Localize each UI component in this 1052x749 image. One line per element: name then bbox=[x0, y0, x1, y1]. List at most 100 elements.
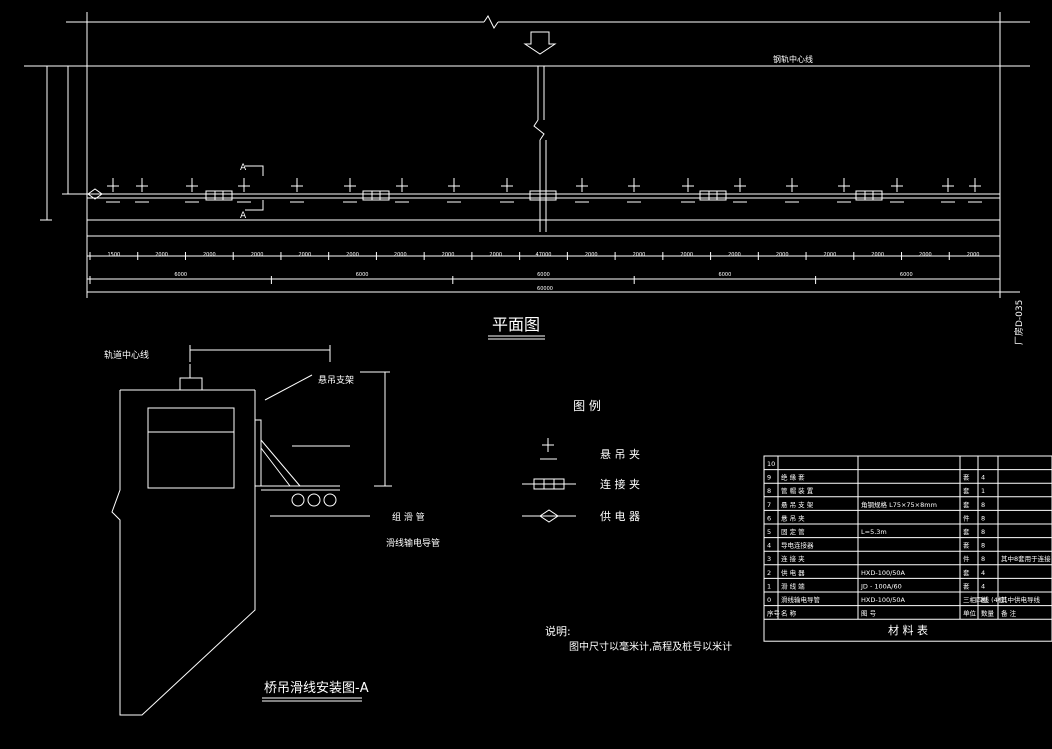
hanger-clamp-icon bbox=[540, 438, 557, 460]
plan-connectors bbox=[205, 190, 883, 201]
table-cell: 三相四线 (4根) bbox=[963, 595, 1007, 604]
section-mark-top: A bbox=[240, 163, 247, 173]
table-cell: 套 bbox=[963, 486, 970, 495]
plan-dimension-bottom: 6000 bbox=[174, 272, 187, 278]
table-header-cell: 名 称 bbox=[781, 609, 797, 618]
plan-dimensions-top: 1500 2000 2000 2000 2000 2000 2000 2000 2000 4700… bbox=[89, 252, 980, 260]
table-cell: 4 bbox=[767, 542, 771, 550]
table-cell: 套 bbox=[963, 581, 970, 590]
plan-dimension-bottom: 6000 bbox=[900, 272, 913, 278]
table-header-cell: 图 号 bbox=[861, 610, 877, 618]
table-cell: JD - 100A/60 bbox=[860, 582, 902, 590]
section-view bbox=[111, 345, 392, 716]
section-label-slide-tube: 组 滑 管 bbox=[392, 511, 425, 523]
table-cell: 8 bbox=[981, 542, 985, 550]
table-cell: 其中供电导线 bbox=[1001, 595, 1041, 604]
material-table-title: 材 料 表 bbox=[888, 623, 928, 637]
table-cell: 绝 缘 套 bbox=[781, 473, 805, 482]
legend-item-connector-clamp: 连 接 夹 bbox=[600, 478, 640, 491]
legend-item-hanger-clamp: 悬 吊 夹 bbox=[600, 448, 640, 461]
table-cell: 件 bbox=[963, 554, 970, 563]
table-cell: 套 bbox=[963, 473, 970, 482]
table-cell: 套 bbox=[963, 568, 970, 577]
plan-dimension-top: 47000 bbox=[536, 252, 552, 258]
section-label-hanger-bracket: 悬吊支架 bbox=[318, 374, 354, 386]
plan-dimension-top: 2000 bbox=[871, 252, 884, 258]
plan-dimension-top: 2000 bbox=[489, 252, 502, 258]
table-cell: 7 bbox=[767, 501, 771, 509]
legend-title: 图 例 bbox=[573, 399, 601, 413]
table-cell: 导电连接器 bbox=[781, 541, 814, 550]
plan-dimension-bottom: 6000 bbox=[356, 272, 369, 278]
plan-dimension-top: 2000 bbox=[680, 252, 693, 258]
table-header-cell: 备 注 bbox=[1001, 609, 1017, 618]
table-cell: 6 bbox=[767, 514, 771, 522]
table-cell: HXD-100/50A bbox=[861, 596, 906, 604]
table-cell: 滑 线 端 bbox=[781, 581, 805, 590]
section-title: 桥吊滑线安装图-A bbox=[264, 681, 369, 696]
table-cell: 套 bbox=[963, 527, 970, 536]
table-cell: 1 bbox=[981, 487, 985, 495]
table-cell: 角钢规格 L75×75×8mm bbox=[861, 500, 937, 509]
table-cell: 供 电 器 bbox=[781, 568, 805, 577]
plan-dimension-top: 2000 bbox=[203, 252, 216, 258]
table-cell: 连 接 夹 bbox=[781, 554, 805, 563]
table-cell: HXD-100/50A bbox=[861, 569, 906, 577]
table-cell: 8 bbox=[767, 487, 771, 495]
table-cell: 套 bbox=[963, 541, 970, 550]
table-header-cell: 单位 bbox=[963, 609, 977, 618]
table-cell: 件 bbox=[963, 513, 970, 522]
table-cell: 其中8套用于连接 bbox=[1001, 554, 1051, 563]
plan-dimension-total: 60000 bbox=[537, 286, 553, 292]
table-cell: 根 bbox=[981, 595, 988, 604]
notes-line-1: 图中尺寸以毫米计,高程及桩号以米计 bbox=[569, 640, 732, 653]
table-cell: 8 bbox=[981, 555, 985, 563]
plan-dimension-top: 2000 bbox=[967, 252, 980, 258]
table-cell: 管 帽 装 置 bbox=[781, 486, 814, 495]
section-mark-bottom: A bbox=[240, 211, 247, 221]
plan-dimension-top: 2000 bbox=[346, 252, 359, 258]
table-cell: 3 bbox=[767, 555, 771, 563]
plan-dimension-top: 2000 bbox=[776, 252, 789, 258]
table-cell: 9 bbox=[767, 474, 771, 482]
table-cell: 4 bbox=[981, 582, 985, 590]
table-cell: 悬 吊 支 架 bbox=[781, 500, 814, 509]
drawing-number: 厂房D-035 bbox=[1013, 300, 1025, 345]
table-cell: 8 bbox=[981, 501, 985, 509]
plan-dimension-top: 2000 bbox=[728, 252, 741, 258]
track-centerline-label: 钢轨中心线 bbox=[773, 54, 813, 64]
table-header-cell: 序号 bbox=[767, 609, 781, 618]
plan-dimension-top: 2000 bbox=[824, 252, 837, 258]
plan-dimension-top: 2000 bbox=[155, 252, 168, 258]
plan-dimension-top: 2000 bbox=[251, 252, 264, 258]
table-cell: 10 bbox=[767, 460, 775, 468]
plan-dimension-top: 2000 bbox=[585, 252, 598, 258]
table-cell: 4 bbox=[981, 474, 985, 482]
table-header-cell: 数量 bbox=[981, 609, 995, 618]
plan-dimension-top: 2000 bbox=[919, 252, 932, 258]
table-cell: 滑线输电导管 bbox=[781, 595, 821, 604]
table-cell: 8 bbox=[981, 528, 985, 536]
table-cell: 5 bbox=[767, 528, 771, 536]
plan-dimension-top: 2000 bbox=[394, 252, 407, 258]
table-cell: 套 bbox=[963, 500, 970, 509]
plan-dimension-top: 2000 bbox=[298, 252, 311, 258]
table-cell: L=5.3m bbox=[861, 528, 887, 536]
plan-dimension-bottom: 6000 bbox=[537, 272, 550, 278]
table-cell: 8 bbox=[981, 514, 985, 522]
plan-dimension-top: 2000 bbox=[442, 252, 455, 258]
table-cell: 固 定 管 bbox=[781, 527, 805, 536]
plan-view bbox=[24, 12, 1030, 298]
power-feeder-icon bbox=[522, 509, 576, 523]
table-cell: 悬 吊 夹 bbox=[781, 513, 805, 522]
connector-clamp-icon bbox=[522, 478, 576, 490]
table-cell: 1 bbox=[767, 582, 771, 590]
table-cell: 2 bbox=[767, 569, 771, 577]
plan-title: 平面图 bbox=[492, 315, 540, 334]
notes-heading: 说明: bbox=[545, 624, 571, 638]
section-label-centerline: 轨道中心线 bbox=[104, 349, 149, 361]
plan-dimension-top: 1500 bbox=[108, 252, 121, 258]
plan-dimension-bottom: 6000 bbox=[719, 272, 732, 278]
